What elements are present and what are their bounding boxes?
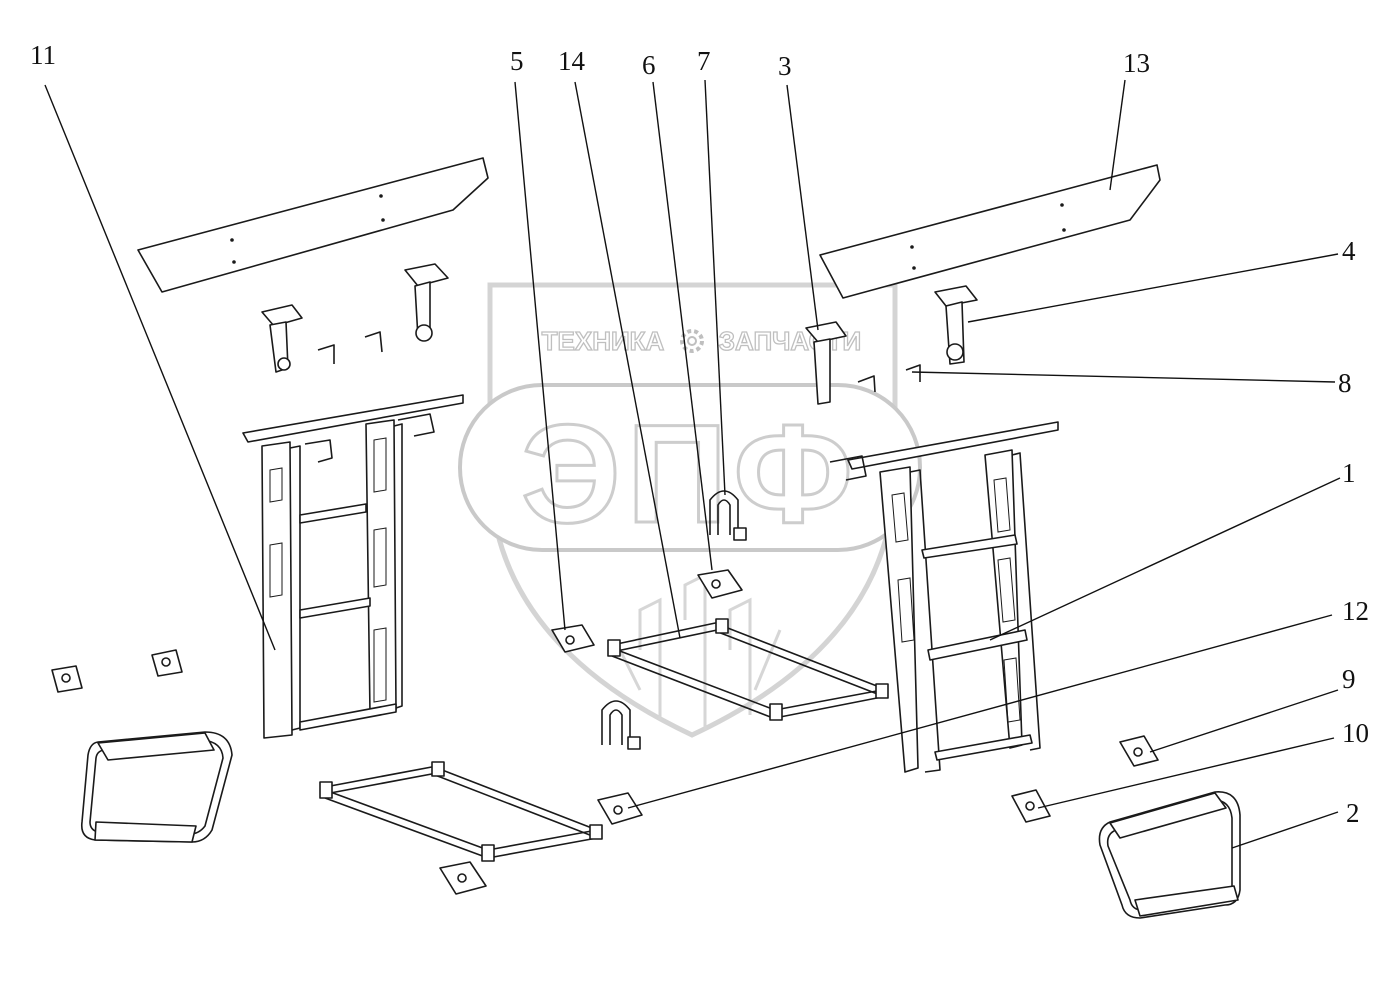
bracket-right-4	[934, 285, 978, 365]
bracket-left-b	[404, 263, 449, 342]
leader-9	[1149, 689, 1339, 753]
callout-14: 14	[558, 46, 586, 76]
leader-8	[911, 371, 1336, 383]
watermark-arrows	[613, 572, 782, 730]
watermark: ТЕХНИКА ЗАПЧАСТИ ЭПФ	[458, 282, 922, 738]
callout-1: 1	[1342, 458, 1356, 488]
callout-10: 10	[1342, 718, 1369, 748]
bracket-right-3	[805, 321, 847, 405]
watermark-logo-letters: ЭПФ	[521, 395, 859, 552]
mount-plate-5	[551, 624, 595, 653]
callout-2: 2	[1346, 798, 1360, 828]
top-plate-right	[819, 164, 1161, 299]
callout-7: 7	[697, 46, 711, 76]
u-clamp-upper	[709, 490, 747, 541]
leader-7	[704, 79, 726, 496]
u-clamp-lower	[601, 700, 641, 750]
leader-12	[627, 614, 1333, 809]
callout-6: 6	[642, 50, 656, 80]
watermark-brand-left: ТЕХНИКА	[542, 326, 665, 356]
bracket-left-a	[261, 304, 303, 373]
leader-2	[1231, 811, 1339, 849]
callout-13: 13	[1123, 48, 1150, 78]
ladder-frame-right	[829, 421, 1059, 773]
mount-plate-left-b	[151, 649, 183, 677]
callout-labels: 11 5 14 6 7 3 13 4 8 1 12 9 10 2	[30, 40, 1369, 828]
tie-rod-frame-upper	[607, 618, 889, 721]
leader-10	[1037, 737, 1335, 809]
mount-plate-bottom	[439, 861, 487, 895]
callout-11: 11	[30, 40, 56, 70]
tie-rod-frame-lower	[319, 761, 603, 862]
mount-plate-left-a	[51, 665, 83, 693]
leader-3	[786, 84, 819, 331]
mount-plate-9	[1119, 735, 1159, 767]
leader-1	[989, 477, 1341, 641]
callout-4: 4	[1342, 236, 1356, 266]
mount-plate-10	[1011, 789, 1051, 823]
step-frame-right	[1098, 791, 1241, 919]
callout-9: 9	[1342, 664, 1356, 694]
mount-plate-12	[597, 792, 643, 825]
leader-11	[44, 84, 276, 651]
callout-5: 5	[510, 46, 524, 76]
leader-14	[574, 81, 681, 639]
mount-plate-6	[697, 569, 743, 599]
leader-6	[652, 81, 713, 571]
ladder-frame-left	[242, 394, 464, 739]
top-plate-left	[137, 157, 489, 293]
callout-8: 8	[1338, 368, 1352, 398]
leader-13	[1109, 79, 1126, 191]
callout-3: 3	[778, 51, 792, 81]
callout-12: 12	[1342, 596, 1369, 626]
watermark-shield	[487, 282, 898, 738]
leader-4	[967, 253, 1339, 323]
leader-5	[514, 81, 566, 631]
pins-right	[857, 364, 921, 393]
leader-lines	[44, 79, 1341, 849]
gear-icon	[680, 329, 704, 353]
pins-left	[317, 331, 383, 364]
step-frame-left	[80, 731, 233, 843]
